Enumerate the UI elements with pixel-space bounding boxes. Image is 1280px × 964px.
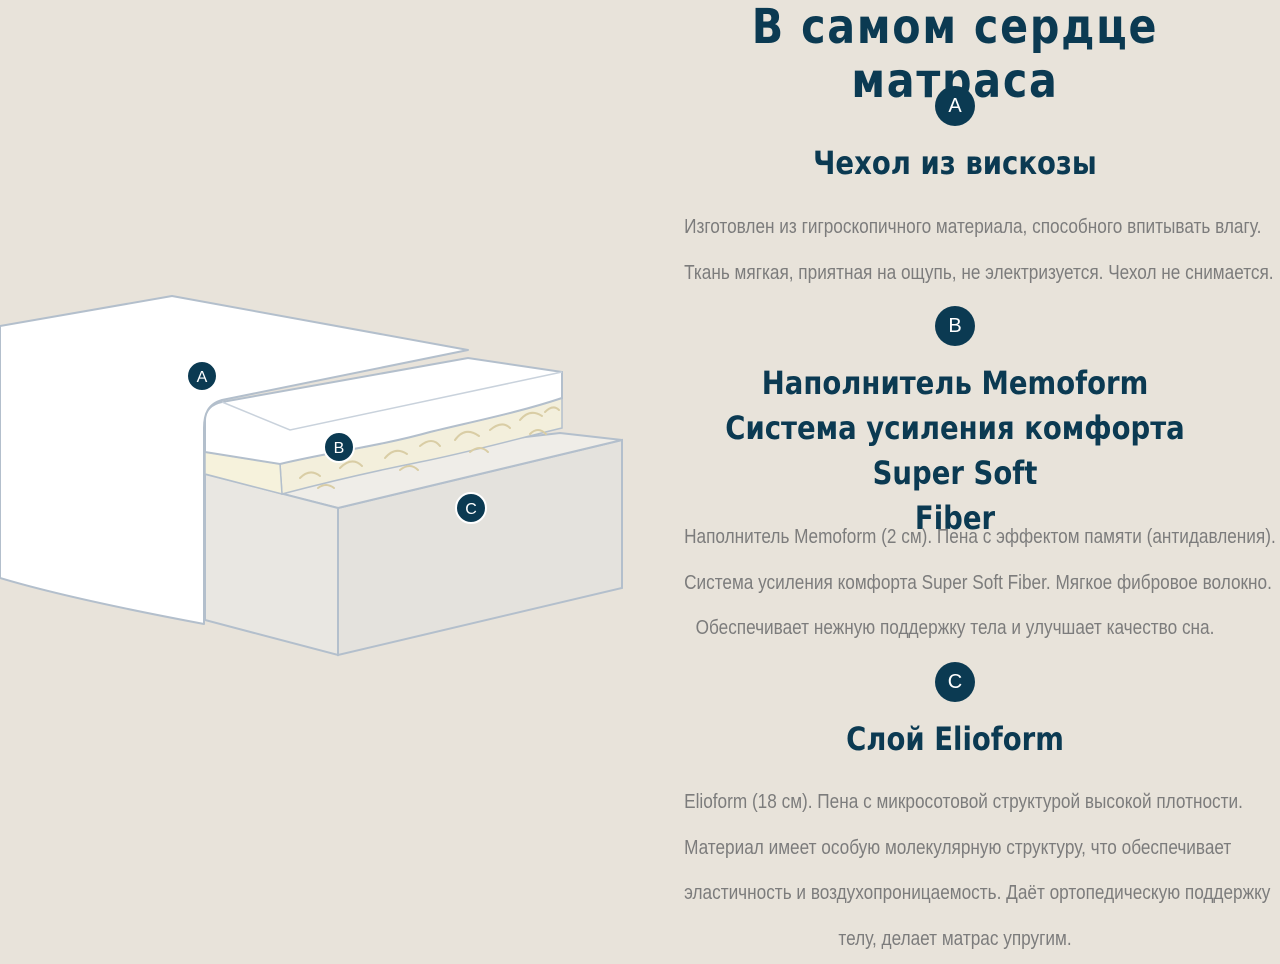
section-a-title: Чехол из вискозы [684,141,1226,186]
section-c-text-line: Elioform (18 см). Пена с микросотовой ст… [684,791,1243,813]
section-b-text-line: Система усиления комфорта Super Soft Fib… [684,571,1272,594]
section-b-title: Наполнитель Memoform Система усиления ко… [684,361,1226,541]
marker-c-label: C [465,501,477,518]
section-a-text-line: Ткань мягкая, приятная на ощупь, не элек… [684,261,1274,284]
cover-layer [0,295,469,625]
section-b-title-line: Наполнитель Memoform [761,364,1149,402]
section-c-text: Elioform (18 см). Пена с микросотовой ст… [684,780,1271,962]
section-b-text-line: Наполнитель Memoform (2 см). Пена с эффе… [684,526,1276,548]
mattress-illustration: A B C [0,0,640,960]
marker-b: B [323,431,355,463]
mattress-layers-diagram: A B C [0,295,623,657]
marker-b-label: B [334,440,345,457]
marker-c: C [455,492,487,524]
section-c-title: Слой Elioform [684,717,1226,762]
section-a-text: Изготовлен из гигроскопичного материала,… [684,205,1274,296]
section-b-text-line: Обеспечивает нежную поддержку тела и улу… [695,617,1215,639]
section-c-text-line: телу, делает матрас упругим. [838,927,1072,950]
marker-a: A [186,360,218,392]
fiber-texture [299,406,560,489]
section-c-text-line: эластичность и воздухопроницаемость. Даё… [684,882,1271,904]
marker-a-label: A [197,369,208,386]
section-c-text-line: Материал имеет особую молекулярную струк… [684,836,1232,859]
section-b-title-line: Fiber [914,499,996,537]
section-c-badge: C [935,662,975,702]
memoform-layer-edge [221,371,563,431]
layers-description: В самом сердце матраса A Чехол из вискоз… [640,0,1276,962]
section-b-badge: B [935,306,975,346]
section-b-text: Наполнитель Memoform (2 см). Пена с эффе… [684,515,1276,652]
section-a-badge: A [935,86,975,126]
page-title: В самом сердце матраса [751,0,1159,109]
section-b-title-line: Система усиления комфорта Super Soft [725,409,1185,492]
section-a-text-line: Изготовлен из гигроскопичного материала,… [684,216,1262,238]
section-c-title-line: Слой Elioform [846,720,1064,758]
section-a-title-line: Чехол из вискозы [813,144,1097,182]
